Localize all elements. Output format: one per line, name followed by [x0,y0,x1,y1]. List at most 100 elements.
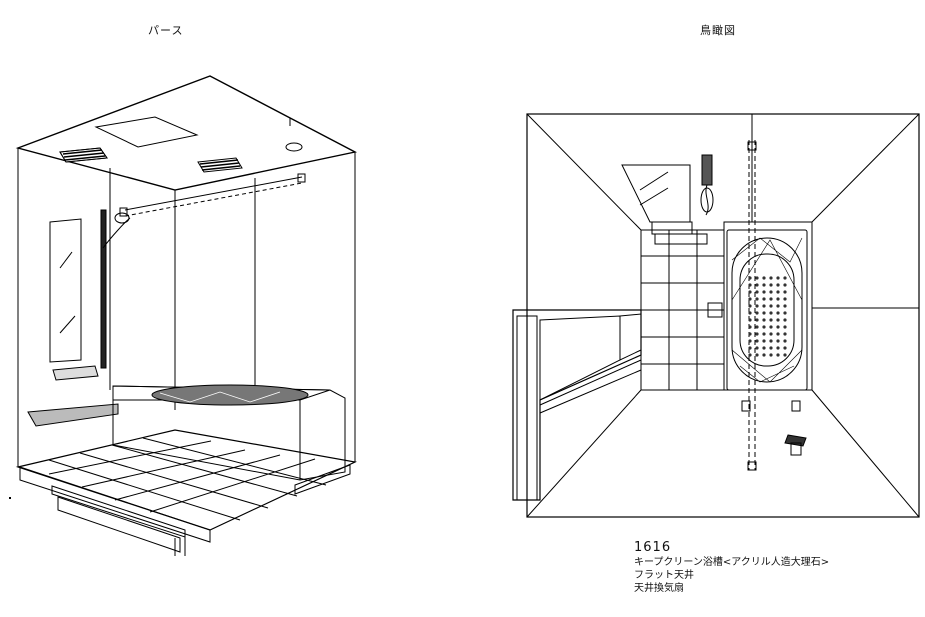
ceiling-hatch [94,116,199,148]
anti-slip-dot [783,283,787,287]
anti-slip-dot [762,332,766,336]
anti-slip-dot [755,297,759,301]
anti-slip-dot [748,332,752,336]
anti-slip-dot [783,353,787,357]
ceiling-panel [15,75,358,191]
tub-anti-slip-dots [748,276,787,357]
anti-slip-dot [755,276,759,280]
anti-slip-dot [783,311,787,315]
anti-slip-dot [755,283,759,287]
bathtub-perspective [112,384,346,481]
anti-slip-dot [762,304,766,308]
anti-slip-dot [776,346,780,350]
anti-slip-dot [776,353,780,357]
anti-slip-dot [748,311,752,315]
anti-slip-dot [783,325,787,329]
anti-slip-dot [769,304,773,308]
plan-fixture-left [741,400,751,412]
anti-slip-dot [769,346,773,350]
ceiling-spec: フラット天井 [634,570,694,581]
model-number: 1616 [634,540,672,555]
anti-slip-dot [762,353,766,357]
anti-slip-dot [783,304,787,308]
anti-slip-dot [769,276,773,280]
anti-slip-dot [755,290,759,294]
shelf-small [52,365,99,381]
anti-slip-dot [776,290,780,294]
anti-slip-dot [783,276,787,280]
anti-slip-dot [776,318,780,322]
anti-slip-dot [769,353,773,357]
spec-block: 1616 キープクリーン浴槽<アクリル人造大理石> フラット天井 天井換気扇 [634,540,829,595]
anti-slip-dot [762,311,766,315]
anti-slip-dot [748,290,752,294]
anti-slip-dot [762,276,766,280]
anti-slip-dot [755,346,759,350]
anti-slip-dot [748,346,752,350]
perspective-view [15,75,358,556]
plan-counter [621,164,708,245]
anti-slip-dot [762,283,766,287]
anti-slip-dot [755,311,759,315]
anti-slip-dot [748,276,752,280]
birdseye-title: 鳥瞰図 [700,24,736,37]
floor-tiles [15,429,357,543]
bathtub-plan [726,229,808,391]
plan-floor-tiles [641,230,724,390]
anti-slip-dot [769,290,773,294]
anti-slip-dot [769,325,773,329]
anti-slip-dot [769,318,773,322]
counter-tray [27,403,119,427]
stray-dot [9,497,11,499]
anti-slip-dot [748,304,752,308]
anti-slip-dot [762,346,766,350]
anti-slip-dot [783,297,787,301]
anti-slip-dot [755,325,759,329]
plan-fixture-right [791,400,801,412]
base-frame [51,464,351,556]
anti-slip-dot [776,339,780,343]
anti-slip-dot [776,297,780,301]
anti-slip-dot [776,304,780,308]
clothes-rod [119,173,306,217]
anti-slip-dot [783,290,787,294]
anti-slip-dot [755,339,759,343]
anti-slip-dot [755,332,759,336]
anti-slip-dot [762,318,766,322]
anti-slip-dot [776,311,780,315]
drain [707,302,723,318]
plan-shower [700,154,714,216]
anti-slip-dot [769,311,773,315]
vent-fan-right [197,157,243,173]
fan-spec: 天井換気扇 [634,583,684,594]
plan-stool [784,434,807,456]
anti-slip-dot [783,346,787,350]
anti-slip-dot [755,304,759,308]
anti-slip-dot [755,318,759,322]
anti-slip-dot [748,283,752,287]
vent-fan-left [59,147,108,163]
anti-slip-dot [762,325,766,329]
tub-spec: キープクリーン浴槽<アクリル人造大理石> [634,557,830,568]
plan-door-panel [512,309,642,501]
anti-slip-dot [776,325,780,329]
anti-slip-dot [748,318,752,322]
perspective-title: パース [148,24,184,37]
anti-slip-dot [769,283,773,287]
anti-slip-dot [748,339,752,343]
anti-slip-dot [769,339,773,343]
anti-slip-dot [748,353,752,357]
anti-slip-dot [769,332,773,336]
anti-slip-dot [755,353,759,357]
anti-slip-dot [776,332,780,336]
downlight [285,142,303,152]
anti-slip-dot [776,283,780,287]
birdseye-view [512,113,920,518]
anti-slip-dot [748,325,752,329]
anti-slip-dot [776,276,780,280]
mirror [49,218,82,363]
anti-slip-dot [762,297,766,301]
anti-slip-dot [783,318,787,322]
anti-slip-dot [783,332,787,336]
